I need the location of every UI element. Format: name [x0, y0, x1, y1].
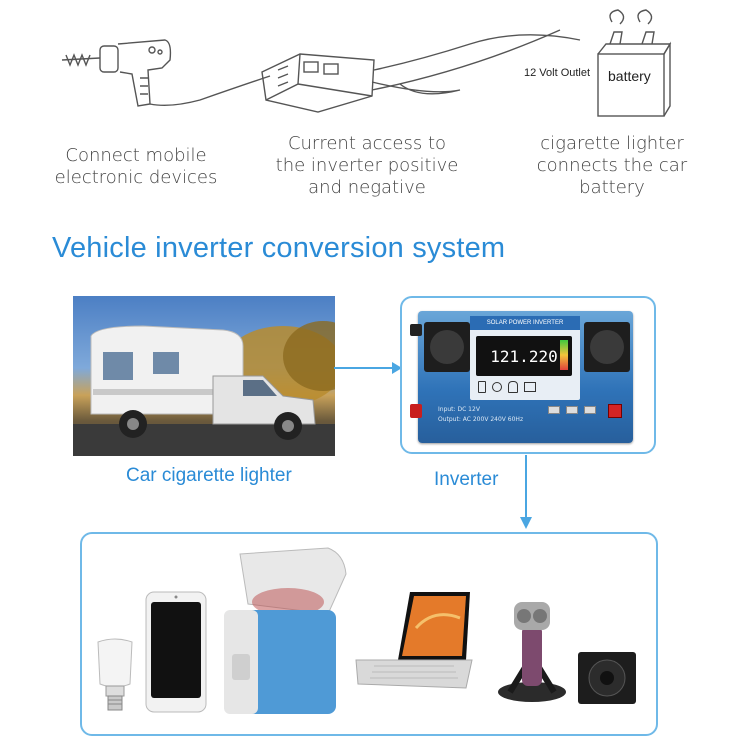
- usb-port-1: [548, 406, 560, 414]
- car-caption: Car cigarette lighter: [126, 465, 292, 486]
- smartphone-icon: [145, 591, 207, 713]
- battery-label: battery: [608, 68, 651, 84]
- battery-icon: [597, 9, 672, 117]
- arrow-right: [334, 362, 402, 374]
- drill-icon: [61, 39, 271, 107]
- phone-small-icon: [478, 381, 486, 393]
- led-bulb-icon: [97, 638, 133, 711]
- ac-outlet-right: [584, 322, 630, 372]
- terminal-positive: [410, 404, 422, 418]
- subwoofer-speaker-icon: [578, 652, 636, 704]
- usb-port-2: [566, 406, 578, 414]
- usb-port-3: [584, 406, 596, 414]
- inverter-display-value: 121.220: [490, 346, 558, 366]
- arrow-down: [520, 455, 532, 529]
- battery-level-indicator: [560, 340, 568, 370]
- mini-fridge-icon: [224, 547, 347, 714]
- inverter-frame: [400, 296, 656, 454]
- inverter-icon-row: [478, 380, 568, 394]
- inverter-spec-input: Input: DC 12V: [438, 406, 480, 413]
- car-photo: [73, 296, 335, 456]
- label-current-access: Current access to the inverter positive …: [275, 133, 459, 198]
- electric-shaver-icon: [498, 602, 566, 702]
- fan-small-icon: [524, 382, 536, 392]
- power-switch: [608, 404, 622, 418]
- laptop-icon: [355, 592, 473, 689]
- ac-outlet-left: [424, 322, 470, 372]
- motorhome-scene: [73, 321, 335, 456]
- inverter-display: 121.220: [476, 336, 572, 376]
- label-mobile-devices: Connect mobile electronic devices: [54, 145, 218, 188]
- terminal-negative: [410, 324, 422, 336]
- inverter-caption: Inverter: [434, 469, 499, 490]
- top-sketch: [61, 9, 672, 117]
- bulb-small-icon: [508, 381, 518, 393]
- devices-frame: [80, 532, 658, 736]
- inverter-spec-output: Output: AC 200V 240V 60Hz: [438, 416, 524, 423]
- label-cigarette-lighter: cigarette lighter connects the car batte…: [536, 133, 688, 198]
- outlet-label: 12 Volt Outlet: [524, 67, 591, 79]
- plug-small-icon: [492, 382, 502, 392]
- inverter-brand: SOLAR POWER INVERTER: [470, 316, 580, 330]
- page-title: Vehicle inverter conversion system: [52, 232, 506, 264]
- inverter-sketch: [261, 29, 581, 113]
